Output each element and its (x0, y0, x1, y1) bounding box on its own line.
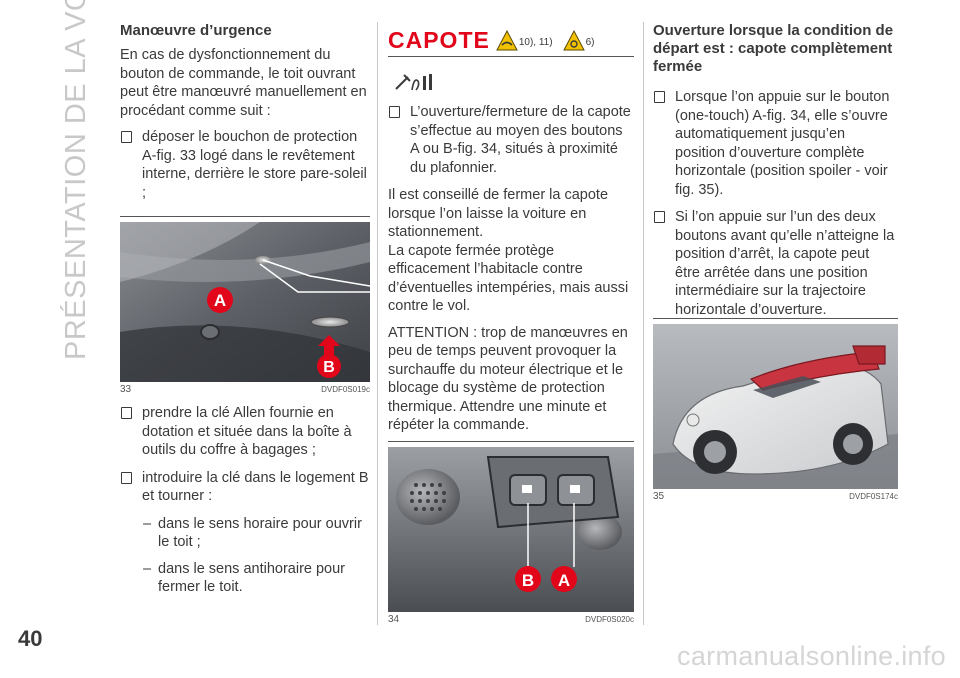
body-text: Il est conseillé de fermer la capote lor… (388, 187, 609, 240)
list-item: déposer le bouchon de protection A-fig. … (120, 128, 370, 202)
checkbox-bullet-icon (121, 471, 132, 484)
arrow-up-icon (318, 335, 340, 356)
note-ref: 6) (585, 36, 595, 48)
capote-header: CAPOTE 10), 11) 6) (388, 22, 634, 57)
sub-list-item: –dans le sens antihoraire pour fermer le… (143, 560, 346, 596)
warning-triangle-icon (562, 30, 585, 51)
sub-list-item: –dans le sens horaire pour ouvrir le toi… (143, 515, 362, 551)
callout-a-marker (551, 566, 577, 592)
figure-number: 35 (653, 491, 665, 502)
figure-ref: DVDF0S020c (585, 615, 634, 624)
watermark: carmanualsonline.info (677, 641, 946, 671)
side-section-title: PRÉSENTATION DE LA VOITURE (60, 0, 92, 360)
figure-35-image (653, 324, 898, 489)
figure-35: 35 DVDF0S174c (653, 318, 898, 503)
list-item: Lorsque l’on appuie sur le bouton (one-t… (653, 88, 898, 199)
section-heading: Manœuvre d’urgence (120, 22, 272, 39)
checkbox-bullet-icon (654, 211, 665, 223)
figure-rule (653, 318, 898, 319)
capote-title: CAPOTE (388, 27, 490, 53)
figure-ref: DVDF0S019c (321, 385, 370, 394)
list-item-text: introduire la clé dans le logement B et … (142, 469, 369, 505)
list-item-text: Lorsque l’on appuie sur le bouton (one-t… (675, 89, 890, 198)
checkbox-bullet-icon (654, 91, 665, 103)
list-item: Si l’on appuie sur l’un des deux boutons… (653, 208, 898, 319)
column-divider (643, 22, 644, 625)
note-ref: 10), 11) (518, 36, 553, 48)
checkbox-bullet-icon (389, 106, 400, 118)
figure-number: 34 (388, 614, 400, 625)
column-emergency: Manœuvre d’urgence En cas de dysfonction… (120, 22, 370, 605)
callout-a-label: A (558, 571, 570, 590)
figure-ref: DVDF0S174c (849, 492, 898, 501)
column-opening: Ouverture lorsque la condition de départ… (653, 22, 898, 502)
checkbox-bullet-icon (121, 131, 132, 143)
ceiling-console-illustration: B A (388, 447, 634, 612)
intro-text: En cas de dysfonctionnement du bouton de… (120, 47, 367, 119)
figure-rule (388, 441, 634, 442)
figure-34: B A 34 DVDF0S020c (388, 441, 634, 626)
list-item: introduire la clé dans le logement B et … (120, 469, 370, 506)
callout-a-label: A (214, 291, 226, 310)
list-item: L’ouverture/fermeture de la capote s’eff… (388, 103, 634, 177)
figure-number: 33 (120, 384, 132, 395)
callout-b-label: B (323, 359, 335, 376)
car-spoiler-illustration (653, 324, 898, 489)
figure-33-image: A B (120, 222, 370, 382)
figure-caption: 34 DVDF0S020c (388, 614, 634, 626)
callout-b-marker (317, 354, 341, 378)
callout-b-marker (515, 566, 541, 592)
roof-lining-illustration: A B (120, 222, 370, 382)
list-item-text: prendre la clé Allen fournie en dotation… (142, 405, 352, 458)
figure-caption: 35 DVDF0S174c (653, 491, 898, 503)
callout-a-marker (207, 287, 233, 313)
list-item-text: Si l’on appuie sur l’un des deux boutons… (675, 209, 895, 318)
tool-icon (395, 74, 432, 91)
sub-list-item-text: dans le sens horaire pour ouvrir le toit… (158, 515, 362, 551)
column-capote: CAPOTE 10), 11) 6) L’ouverture/fermeture… (388, 22, 634, 625)
figure-34-image: B A (388, 447, 634, 612)
sub-list-item-text: dans le sens antihoraire pour fermer le … (158, 560, 346, 596)
body-text: La capote fermée protège efficacement l’… (388, 242, 629, 315)
callout-b-label: B (522, 571, 534, 590)
list-item-text: déposer le bouchon de protection A-fig. … (142, 129, 367, 201)
figure-33: A B 33 DVDF0S019c (120, 216, 370, 396)
list-item: prendre la clé Allen fournie en dotation… (120, 404, 370, 460)
list-item-text: L’ouverture/fermeture de la capote s’eff… (410, 104, 631, 176)
column-divider (377, 22, 378, 625)
page-number: 40 (18, 626, 43, 651)
figure-rule (120, 216, 370, 217)
warning-text: ATTENTION : trop de manœuvres en peu de … (388, 324, 628, 434)
figure-caption: 33 DVDF0S019c (120, 384, 370, 396)
section-heading: Ouverture lorsque la condition de départ… (653, 22, 894, 75)
checkbox-bullet-icon (121, 407, 132, 419)
warning-triangle-icon (496, 30, 518, 51)
